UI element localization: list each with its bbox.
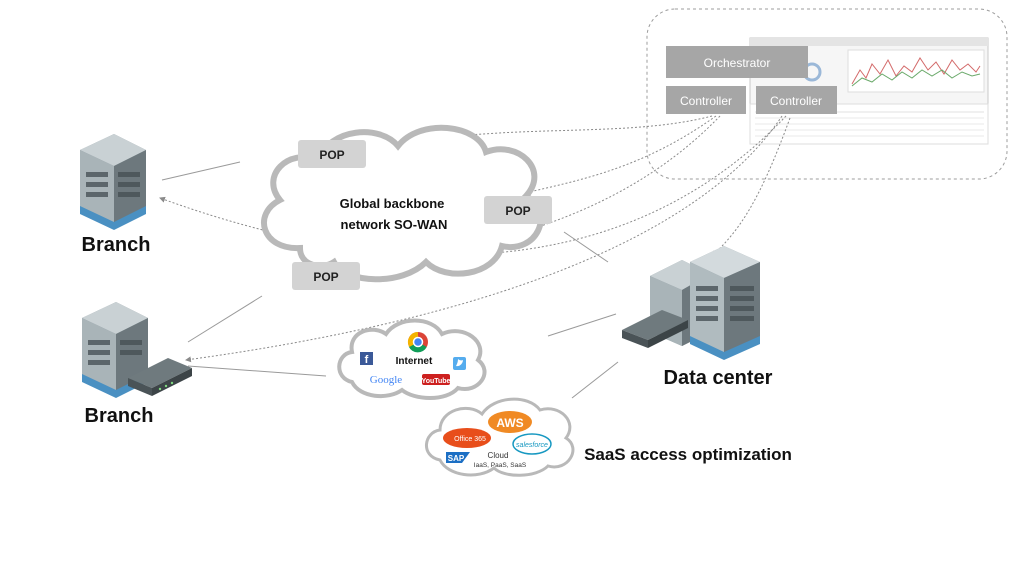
management-panel: Orchestrator Controller Controller xyxy=(646,8,1008,180)
pop-node-3: POP xyxy=(292,262,360,290)
branch-label-bottom: Branch xyxy=(85,405,154,427)
facebook-icon: f xyxy=(360,352,373,366)
svg-text:salesforce: salesforce xyxy=(516,442,548,449)
office365-logo: Office 365 xyxy=(443,428,491,448)
saas-cloud-subtitle: IaaS, PaaS, SaaS xyxy=(474,462,527,469)
orchestrator-box xyxy=(666,46,808,78)
pop-label-1: POP xyxy=(319,148,344,162)
controller-box-2 xyxy=(756,86,837,114)
twitter-icon xyxy=(453,357,466,370)
svg-text:f: f xyxy=(365,354,369,366)
branch-building-icon-top xyxy=(80,134,146,230)
backbone-label-line1: Global backbone xyxy=(340,196,445,211)
data-center-label: Data center xyxy=(664,367,773,389)
controller-label-2: Controller xyxy=(770,94,822,108)
data-center-building-icon xyxy=(650,246,760,360)
svg-text:SAP: SAP xyxy=(448,454,465,463)
controller-box-1 xyxy=(666,86,746,114)
saas-cloud-title: Cloud xyxy=(488,451,509,460)
router-icon-data-center xyxy=(622,310,688,348)
salesforce-logo: salesforce xyxy=(512,433,552,455)
chrome-icon xyxy=(407,331,428,353)
pop-node-2: POP xyxy=(484,196,552,224)
controller-label-1: Controller xyxy=(680,94,732,108)
internet-label: Internet xyxy=(396,356,433,367)
aws-logo: AWS xyxy=(488,411,532,433)
solid-connections xyxy=(161,161,619,399)
orchestrator-label: Orchestrator xyxy=(704,56,771,70)
backbone-label-line2: network SO-WAN xyxy=(341,217,448,232)
svg-text:Office 365: Office 365 xyxy=(454,436,486,443)
pop-label-2: POP xyxy=(505,204,530,218)
youtube-logo: YouTube xyxy=(422,374,451,385)
pop-node-1: POP xyxy=(298,140,366,168)
pop-label-3: POP xyxy=(313,270,338,284)
svg-text:AWS: AWS xyxy=(496,416,523,430)
svg-text:YouTube: YouTube xyxy=(422,378,451,385)
internet-cloud: f Internet Google YouTube xyxy=(337,318,487,400)
saas-label: SaaS access optimization xyxy=(584,445,792,464)
sap-logo: SAP xyxy=(446,452,470,463)
branch-building-icon-bottom xyxy=(82,302,148,398)
router-icon-branch xyxy=(128,358,192,396)
saas-cloud: AWS Office 365 salesforce SAP Cloud IaaS… xyxy=(425,397,575,477)
branch-label-top: Branch xyxy=(82,234,151,256)
google-logo: Google xyxy=(370,374,403,386)
